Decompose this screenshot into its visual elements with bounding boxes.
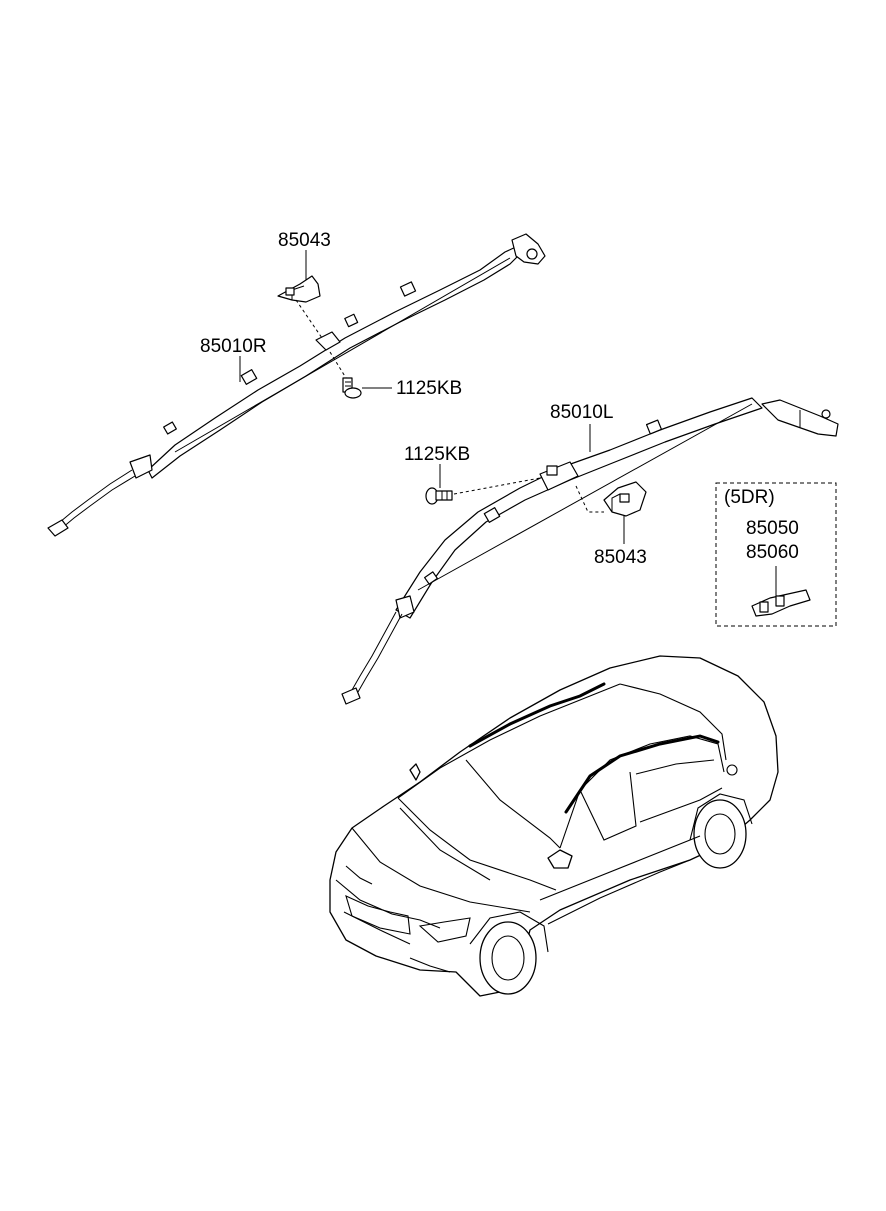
dash-bracket-upper	[295, 299, 323, 339]
label-variant-part-1: 85050	[746, 518, 799, 539]
vehicle-illustration	[329, 655, 779, 997]
label-variant-note: (5DR)	[724, 487, 775, 508]
label-variant-part-2: 85060	[746, 542, 799, 563]
curtain-airbag-left[interactable]	[341, 397, 839, 705]
dash-bolt-upper	[329, 351, 347, 379]
bolt-upper[interactable]	[342, 377, 362, 399]
label-bracket-lower: 85043	[594, 547, 647, 568]
bolt-lower[interactable]	[425, 487, 453, 505]
label-airbag-right: 85010R	[200, 336, 267, 357]
bracket-upper[interactable]	[277, 275, 321, 303]
label-bolt-lower: 1125KB	[404, 444, 470, 465]
label-bracket-upper: 85043	[278, 230, 331, 251]
bracket-lower[interactable]	[603, 481, 647, 517]
dash-bracket-lower	[575, 485, 604, 513]
dash-bolt-lower	[453, 477, 541, 495]
label-airbag-left: 85010L	[550, 402, 613, 423]
curtain-airbag-right[interactable]	[47, 233, 546, 537]
label-bolt-upper: 1125KB	[396, 378, 462, 399]
variant-box	[715, 482, 837, 627]
variant-part[interactable]	[751, 589, 811, 617]
